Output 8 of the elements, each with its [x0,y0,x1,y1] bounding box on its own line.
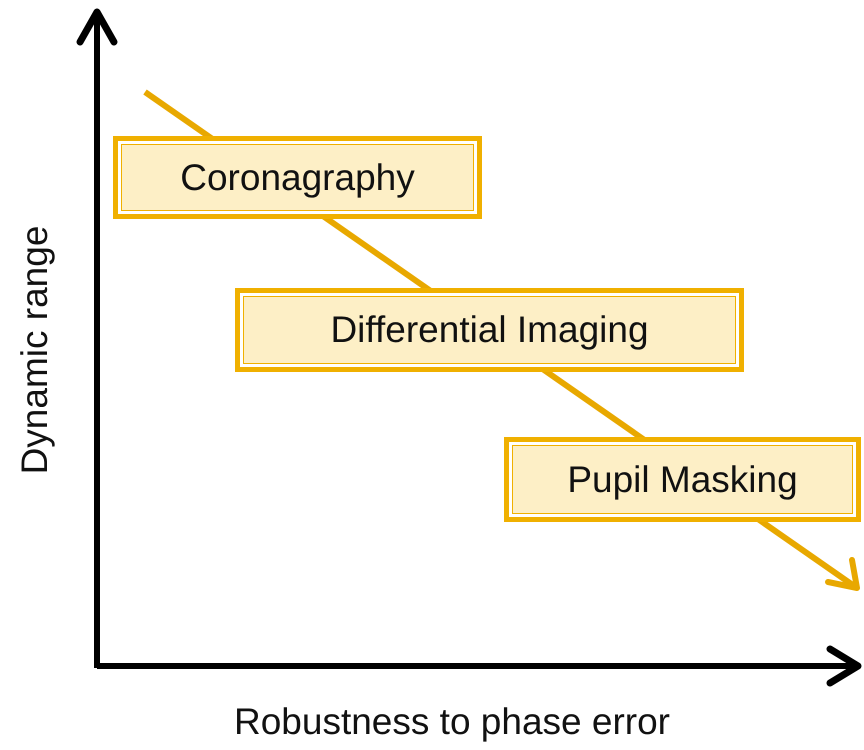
method-label: Coronagraphy [180,156,415,198]
method-label: Pupil Masking [567,458,798,500]
method-box [235,288,744,372]
method-box [504,437,861,522]
method-label: Differential Imaging [330,309,649,351]
axis-label: Robustness to phase error [234,701,670,743]
method-box [113,136,482,219]
axis-label: Dynamic range [14,226,56,474]
